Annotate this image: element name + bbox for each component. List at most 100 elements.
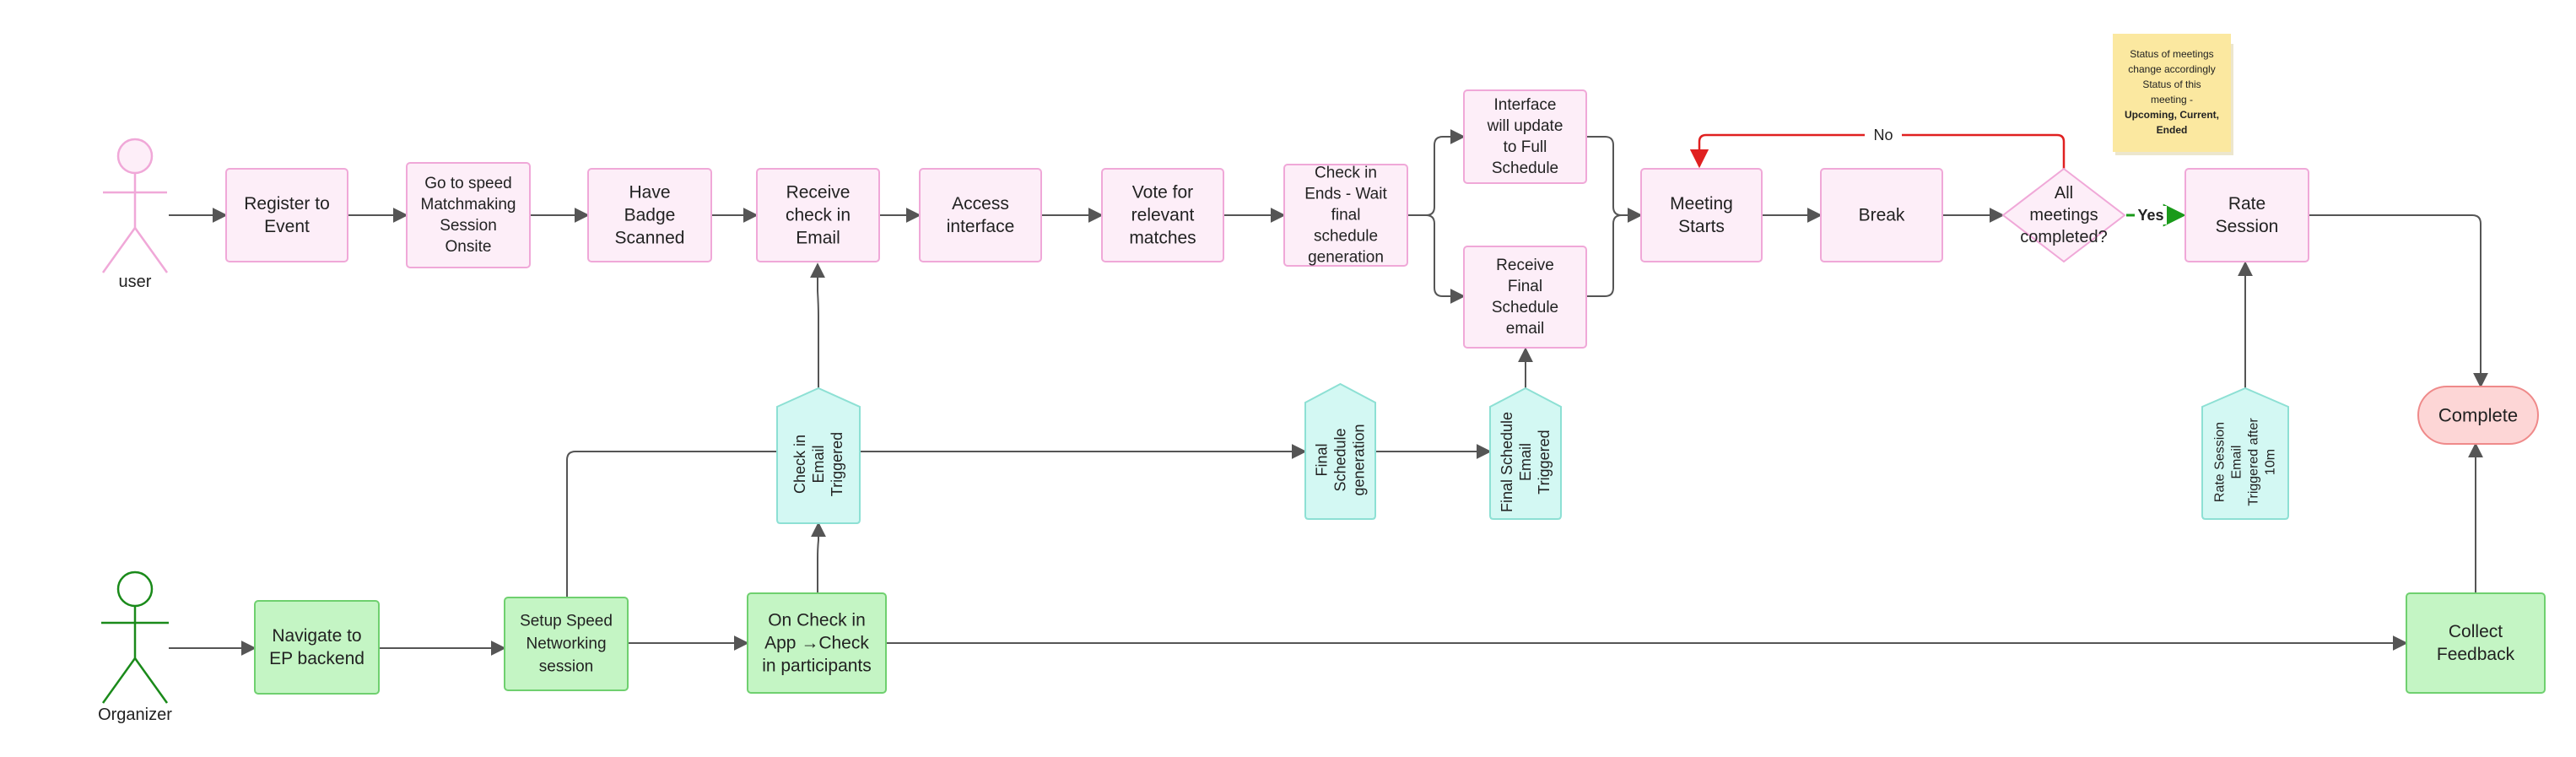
node-badge-text-1: Badge — [624, 206, 676, 225]
node-badge-text-2: Scanned — [615, 229, 685, 248]
node-on_checkin-text-0: On Check in — [768, 611, 866, 630]
actor-user-label: user — [119, 273, 152, 291]
node-receive_final-text-3: email — [1506, 320, 1544, 338]
note-line-2: change accordingly — [2128, 63, 2215, 75]
note-line-4: meeting - — [2151, 94, 2193, 105]
node-checkin_ends-text-0: Check in — [1315, 165, 1377, 182]
note-bold-1: Upcoming, Current, — [2125, 109, 2219, 121]
node-checkin_ends-text-3: schedule — [1314, 228, 1378, 246]
edges — [169, 129, 2488, 656]
node-interface_update-text-0: Interface — [1494, 96, 1557, 114]
node-collect-text-1: Feedback — [2437, 645, 2515, 664]
node-interface_update-text-1: will update — [1487, 117, 1563, 135]
actor-user — [101, 138, 169, 273]
edge-rate-complete — [2309, 214, 2488, 388]
trigger-rate_email-text-3: 10m — [2264, 449, 2278, 475]
node-navigate-text-1: EP backend — [269, 649, 365, 668]
trigger-final_email-text-2: Triggered — [1536, 430, 1553, 494]
node-checkin_ends-text-4: generation — [1308, 249, 1384, 267]
user-lane: Register to Event Go to speedMatchmakingSe… — [225, 89, 2539, 445]
node-decision[interactable]: All meetings completed? — [2001, 167, 2126, 263]
node-navigate[interactable]: Navigate to EP backend — [254, 600, 380, 695]
node-receive_final-text-2: Schedule — [1492, 299, 1558, 316]
node-break_node-text-0: Break — [1859, 206, 1905, 225]
trigger-checkin_email-text-1: Email — [810, 445, 827, 483]
node-register-text-1: Event — [264, 217, 310, 236]
edge-label-no-bg — [1865, 126, 1902, 144]
node-access-text-1: interface — [947, 217, 1015, 236]
node-vote-text-1: relevant — [1131, 206, 1195, 225]
note-bold-2: Ended — [2157, 124, 2188, 136]
node-receive_final-text-0: Receive — [1496, 257, 1554, 274]
node-rate_session-text-1: Session — [2216, 217, 2279, 236]
edge-interface-meeting — [1586, 136, 1643, 223]
node-meeting_starts-text-1: Starts — [1678, 217, 1725, 236]
edge-checkinends-interface — [1407, 129, 1466, 216]
trigger-rate_email-text-2: Triggered after — [2247, 418, 2261, 506]
trigger-final_email-text-0: Final Schedule — [1499, 412, 1515, 512]
node-vote[interactable]: Vote for relevant matches — [1101, 168, 1224, 262]
node-navigate-text-0: Navigate to — [272, 626, 361, 646]
edge-checkinends-finalemail — [1425, 214, 1466, 304]
node-register[interactable]: Register to Event — [225, 168, 348, 262]
node-checkin_ends-text-2: final — [1331, 207, 1361, 224]
note-line-1: Status of meetings — [2130, 48, 2213, 60]
node-setup-text-0: Setup Speed — [520, 613, 613, 630]
node-checkin-ends[interactable]: Check in Ends - Wait final schedule generati… — [1283, 164, 1408, 267]
node-vote-text-0: Vote for — [1132, 183, 1193, 203]
node-receive_final-text-1: Final — [1508, 278, 1542, 295]
node-complete-text-0: Complete — [2438, 405, 2518, 426]
node-go_speed-text-1: Matchmaking — [421, 196, 516, 214]
node-decision-text-1: meetings — [2029, 206, 2098, 224]
node-go_speed-text-0: Go to speed — [424, 175, 512, 192]
note-line-3: Status of this — [2142, 78, 2201, 90]
trigger-final_gen-text-2: generation — [1351, 424, 1368, 495]
node-access[interactable]: Access interface — [919, 168, 1042, 262]
actor-organizer-label: Organizer — [98, 706, 172, 724]
node-access-text-0: Access — [952, 194, 1009, 214]
node-register-text-0: Register to — [244, 194, 330, 214]
edge-finalemail-meeting — [1586, 214, 1623, 297]
node-complete[interactable]: Complete — [2417, 386, 2539, 445]
node-vote-text-2: matches — [1129, 229, 1196, 248]
actor-organizer — [101, 570, 169, 704]
node-interface_update-text-2: to Full — [1504, 138, 1547, 156]
node-collect-text-0: Collect — [2449, 622, 2503, 641]
node-decision-text-2: completed? — [2020, 228, 2107, 246]
edge-setup-finalgen — [566, 444, 1307, 599]
edge-label-yes-bg — [2135, 206, 2167, 224]
node-break-node[interactable]: Break — [1820, 168, 1943, 262]
trigger-rate_email-text-1: Email — [2230, 445, 2244, 479]
trigger-checkin_email-text-2: Triggered — [829, 432, 845, 496]
sticky-note: Status of meetings change accordingly St… — [2113, 34, 2233, 155]
node-checkin_ends-text-1: Ends - Wait — [1304, 186, 1387, 203]
organizer-lane: Navigate to EP backend Setup SpeedNetworki… — [254, 592, 2546, 695]
node-interface_update-text-3: Schedule — [1492, 160, 1558, 177]
node-receive_checkin-text-0: Receive — [786, 183, 851, 203]
node-go_speed-text-3: Onsite — [446, 238, 492, 256]
node-setup-text-2: session — [539, 658, 593, 676]
trigger-checkin_email-text-0: Check in — [791, 435, 808, 494]
node-decision-text-0: All — [2055, 184, 2073, 203]
trigger-final_gen-text-0: Final — [1314, 443, 1331, 476]
node-receive_checkin-text-1: check in — [786, 206, 851, 225]
edge-label-no: No — [1873, 127, 1893, 143]
trigger-final_email-text-1: Email — [1517, 443, 1534, 481]
trigger-final_gen-text-1: Schedule — [1332, 428, 1349, 491]
